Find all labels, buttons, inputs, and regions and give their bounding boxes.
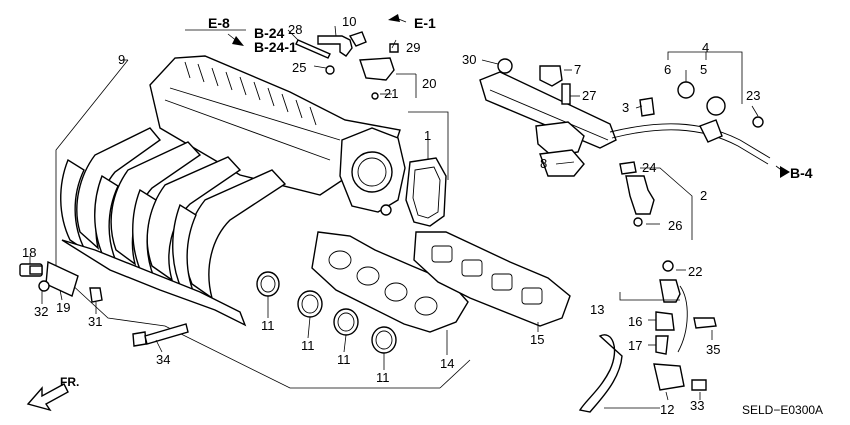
part-number-21[interactable]: 21 <box>384 86 398 101</box>
part-number-31[interactable]: 31 <box>88 314 102 329</box>
part-number-11b[interactable]: 11 <box>301 338 315 353</box>
ref-b24[interactable]: B-24 <box>254 25 285 41</box>
part-number-32[interactable]: 32 <box>34 304 48 319</box>
ref-b4[interactable]: B-4 <box>790 165 813 181</box>
ref-e1[interactable]: E-1 <box>414 15 436 31</box>
front-label: FR. <box>60 375 79 389</box>
part-number-6[interactable]: 6 <box>664 62 671 77</box>
part-number-17[interactable]: 17 <box>628 338 642 353</box>
leader-lines <box>29 25 759 409</box>
part-number-14[interactable]: 14 <box>440 356 454 371</box>
part-number-33[interactable]: 33 <box>690 398 704 413</box>
part-number-11c[interactable]: 11 <box>337 352 351 367</box>
part-number-24[interactable]: 24 <box>642 160 656 175</box>
part-number-28[interactable]: 28 <box>288 22 302 37</box>
part-number-8[interactable]: 8 <box>540 156 547 171</box>
part-number-34[interactable]: 34 <box>156 352 170 367</box>
part-number-30[interactable]: 30 <box>462 52 476 67</box>
ref-e8[interactable]: E-8 <box>208 15 230 31</box>
part-number-11a[interactable]: 11 <box>261 318 275 333</box>
part-number-26[interactable]: 26 <box>668 218 682 233</box>
front-direction-arrow: FR. <box>26 375 79 412</box>
part-number-25[interactable]: 25 <box>292 60 306 75</box>
part-number-7[interactable]: 7 <box>574 62 581 77</box>
part-number-15[interactable]: 15 <box>530 332 544 347</box>
reference-arrows <box>227 14 790 178</box>
manifold-gasket-14 <box>311 231 469 333</box>
part-number-16[interactable]: 16 <box>628 314 642 329</box>
ref-b24-1[interactable]: B-24-1 <box>254 39 297 55</box>
part-number-20[interactable]: 20 <box>422 76 436 91</box>
part-number-29[interactable]: 29 <box>406 40 420 55</box>
part-number-10[interactable]: 10 <box>342 14 356 29</box>
part-number-9[interactable]: 9 <box>118 52 125 67</box>
part-number-12[interactable]: 12 <box>660 402 674 417</box>
part-number-18[interactable]: 18 <box>22 245 36 260</box>
fuel-rail-assembly <box>479 58 771 227</box>
sensor-bracket-parts <box>19 260 189 347</box>
lower-right-sensor-parts <box>578 260 717 413</box>
assembly-boundary-lines <box>55 29 471 389</box>
part-number-3[interactable]: 3 <box>622 100 629 115</box>
part-number-4[interactable]: 4 <box>702 40 709 55</box>
part-number-11d[interactable]: 11 <box>376 370 390 385</box>
part-number-22[interactable]: 22 <box>688 264 702 279</box>
intake-manifold <box>60 55 406 327</box>
top-sensor-parts <box>295 31 399 100</box>
part-number-callouts: 9 1 11 11 11 11 14 15 18 32 19 31 34 10 … <box>22 14 760 417</box>
part-number-2[interactable]: 2 <box>700 188 707 203</box>
part-number-13[interactable]: 13 <box>590 302 604 317</box>
part-number-5[interactable]: 5 <box>700 62 707 77</box>
runner-o-rings <box>256 271 397 354</box>
part-number-1[interactable]: 1 <box>424 128 431 143</box>
throttle-body-gasket <box>405 157 447 227</box>
part-number-23[interactable]: 23 <box>746 88 760 103</box>
part-number-19[interactable]: 19 <box>56 300 70 315</box>
manifold-gasket-15 <box>413 231 571 327</box>
catalog-code: SELD−E0300A <box>742 403 823 417</box>
part-number-35[interactable]: 35 <box>706 342 720 357</box>
part-number-27[interactable]: 27 <box>582 88 596 103</box>
